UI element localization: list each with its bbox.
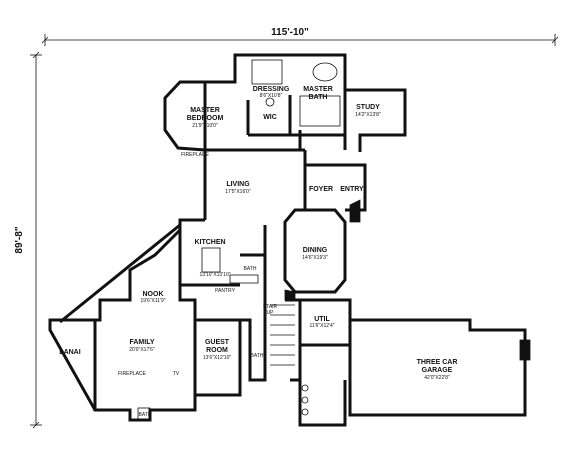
label-nook: NOOK: [143, 291, 164, 298]
label-fireplace-top: FIREPLACE: [181, 152, 209, 158]
label-garage-1: THREE CAR: [417, 359, 458, 366]
dims-dining: 14'6"X19'3": [302, 255, 328, 261]
dims-nook: 19'6"X11'9": [140, 298, 165, 304]
label-master-bedroom-2: BEDROOM: [187, 115, 224, 122]
label-dining: DINING: [303, 247, 328, 254]
label-bath-lanai: BATH: [139, 412, 152, 418]
dims-kitchen: 13'10"X13'10": [199, 272, 230, 278]
label-entry: ENTRY: [340, 186, 364, 193]
label-master-bedroom-1: MASTER: [190, 107, 220, 114]
label-kitchen: KITCHEN: [194, 239, 225, 246]
label-living: LIVING: [226, 181, 250, 188]
dims-guest-room: 13'6"X12'10": [203, 355, 231, 361]
dimension-lines: [30, 34, 559, 429]
label-master-bath-1: MASTER: [303, 86, 333, 93]
overall-depth-label: 89'-8": [14, 226, 25, 253]
walls: [48, 53, 527, 427]
label-foyer: FOYER: [309, 186, 333, 193]
dims-living: 17'5"X16'0": [225, 189, 251, 195]
dims-study: 14'2"X13'8": [355, 112, 381, 118]
label-pantry: PANTRY: [215, 288, 235, 294]
fixtures: [137, 59, 531, 421]
label-wic: WIC: [263, 114, 277, 121]
label-lanai: LANAI: [59, 349, 80, 356]
label-garage-2: GARAGE: [422, 367, 453, 374]
label-stair-1: STAIR: [263, 304, 278, 310]
dims-family: 20'0"X17'6": [129, 347, 155, 353]
label-family: FAMILY: [129, 339, 154, 346]
label-stair-2: UP: [267, 310, 275, 316]
label-dressing: DRESSING: [253, 86, 290, 93]
dims-garage: 42'0"X22'8": [424, 375, 450, 381]
label-guest-room-1: GUEST: [205, 339, 230, 346]
dims-util: 11'6"X12'4": [309, 323, 334, 329]
label-util: UTIL: [314, 316, 330, 323]
label-study: STUDY: [356, 104, 380, 111]
label-bath-guest: BATH: [251, 353, 264, 359]
label-bath-kitchen: BATH: [244, 266, 257, 272]
label-tv: TV: [173, 371, 180, 377]
label-fireplace-family: FIREPLACE: [118, 371, 146, 377]
room-labels: MASTER BEDROOM 21'9"X10'0" DRESSING 8'6"…: [59, 86, 457, 418]
dims-master-bedroom: 21'9"X10'0": [192, 123, 218, 129]
overall-width-label: 115'-10": [271, 27, 309, 38]
label-guest-room-2: ROOM: [206, 347, 228, 354]
label-master-bath-2: BATH: [309, 94, 328, 101]
dims-dressing: 8'6"X10'8": [260, 93, 283, 99]
